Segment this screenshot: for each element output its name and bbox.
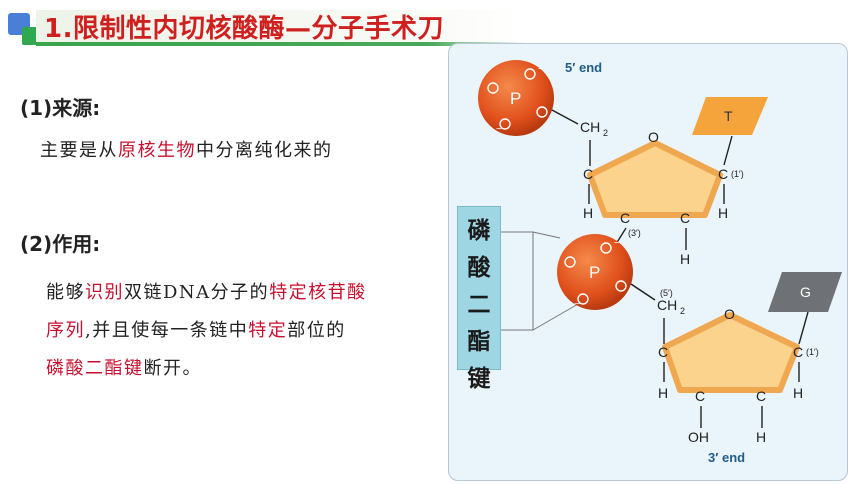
function-text: 双链DNA分子的 xyxy=(124,282,270,303)
source-text-a: 主要是从 xyxy=(40,140,118,161)
carbon-label: C xyxy=(583,166,593,182)
phosphodiester-bond-label-box: 磷酸二酯键 xyxy=(457,206,501,392)
title-underline xyxy=(36,42,528,46)
phosphate-minus-label: − xyxy=(538,64,544,75)
five-prime-end-label: 5′ end xyxy=(565,60,602,75)
function-highlight-nucleotide: 特定核苷酸 xyxy=(269,282,367,303)
three-prime-label: (3′) xyxy=(628,228,641,238)
function-line-3: 磷酸二酯键断开。 xyxy=(46,350,446,388)
ch2-subscript: 2 xyxy=(680,306,685,316)
ring-oxygen-label: O xyxy=(648,129,659,145)
hydrogen-label: H xyxy=(793,385,803,401)
bond-connector-line xyxy=(499,231,534,331)
five-prime-label: (5′) xyxy=(660,288,673,298)
function-text: 断开。 xyxy=(143,358,202,379)
base-T-label: T xyxy=(724,108,733,124)
function-text: 能够 xyxy=(46,282,85,303)
bond-label-char: 酯 xyxy=(467,329,491,355)
base-guanine xyxy=(768,272,842,312)
phosphate-P-label: P xyxy=(589,263,600,282)
section-heading-source: (1)来源: xyxy=(20,96,101,120)
phosphate-group-top xyxy=(478,60,554,136)
carbon-label: C xyxy=(620,210,630,226)
ch2-label: CH xyxy=(580,119,600,135)
three-prime-end-label: 3′ end xyxy=(708,450,745,465)
carbon-label: C xyxy=(658,344,668,360)
bond-label-char: 键 xyxy=(467,366,491,392)
phosphate-P-label: P xyxy=(510,89,521,108)
source-text-c: 中分离纯化来的 xyxy=(196,140,333,161)
function-line-1: 能够识别双链DNA分子的特定核苷酸 xyxy=(46,274,446,312)
function-line-2: 序列,并且使每一条链中特定部位的 xyxy=(46,312,446,350)
bond-label-char: 磷 xyxy=(467,218,491,244)
page-title: 1.限制性内切核酸酶—分子手术刀 xyxy=(44,14,444,44)
hydrogen-label: H xyxy=(658,385,668,401)
phosphate-minus-label: − xyxy=(496,124,502,135)
source-highlight-prokaryote: 原核生物 xyxy=(118,140,196,161)
ch2-label: CH xyxy=(657,297,677,313)
hydrogen-label: H xyxy=(756,429,766,445)
function-text: 部位的 xyxy=(287,320,346,341)
function-highlight-sequence: 序列 xyxy=(46,320,85,341)
bond-pointer-line xyxy=(532,231,561,239)
phosphate-group-bridge xyxy=(557,234,633,310)
title-bar xyxy=(36,10,526,42)
carbon-label: C xyxy=(695,388,705,404)
function-paragraph: 能够识别双链DNA分子的特定核苷酸 序列,并且使每一条链中特定部位的 磷酸二酯键… xyxy=(46,274,446,388)
one-prime-label: (1′) xyxy=(806,347,819,357)
section-heading-function: (2)作用: xyxy=(20,232,101,256)
function-highlight-phosphodiester: 磷酸二酯键 xyxy=(46,358,144,379)
hydrogen-label: H xyxy=(583,205,593,221)
carbon-label: C xyxy=(793,344,803,360)
carbon-label: C xyxy=(718,166,728,182)
base-G-label: G xyxy=(800,284,811,300)
hydrogen-label: H xyxy=(718,205,728,221)
phosphodiester-bond-label: 磷酸二酯键 xyxy=(458,213,500,398)
carbon-label: C xyxy=(756,388,766,404)
base-thymine xyxy=(692,97,768,135)
ch2-subscript: 2 xyxy=(603,128,608,138)
phosphate-minus-label: − xyxy=(574,299,580,310)
function-text: ,并且使每一条链中 xyxy=(85,320,249,341)
one-prime-label: (1′) xyxy=(731,169,744,179)
phosphate-minus-label: − xyxy=(614,238,620,249)
source-paragraph: 主要是从原核生物中分离纯化来的 xyxy=(40,132,333,170)
carbon-label: C xyxy=(680,210,690,226)
ring-oxygen-label: O xyxy=(724,306,735,322)
function-highlight-recognize: 识别 xyxy=(85,282,124,303)
title-decoration-square-green xyxy=(22,27,40,45)
sugar-ring-top xyxy=(587,140,723,218)
sugar-ring-bottom xyxy=(662,312,800,393)
function-highlight-specific: 特定 xyxy=(248,320,288,341)
bond-label-char: 二 xyxy=(467,292,491,318)
bond-label-char: 酸 xyxy=(467,255,491,281)
hydrogen-label: H xyxy=(680,251,690,267)
hydroxyl-label: OH xyxy=(688,429,709,445)
